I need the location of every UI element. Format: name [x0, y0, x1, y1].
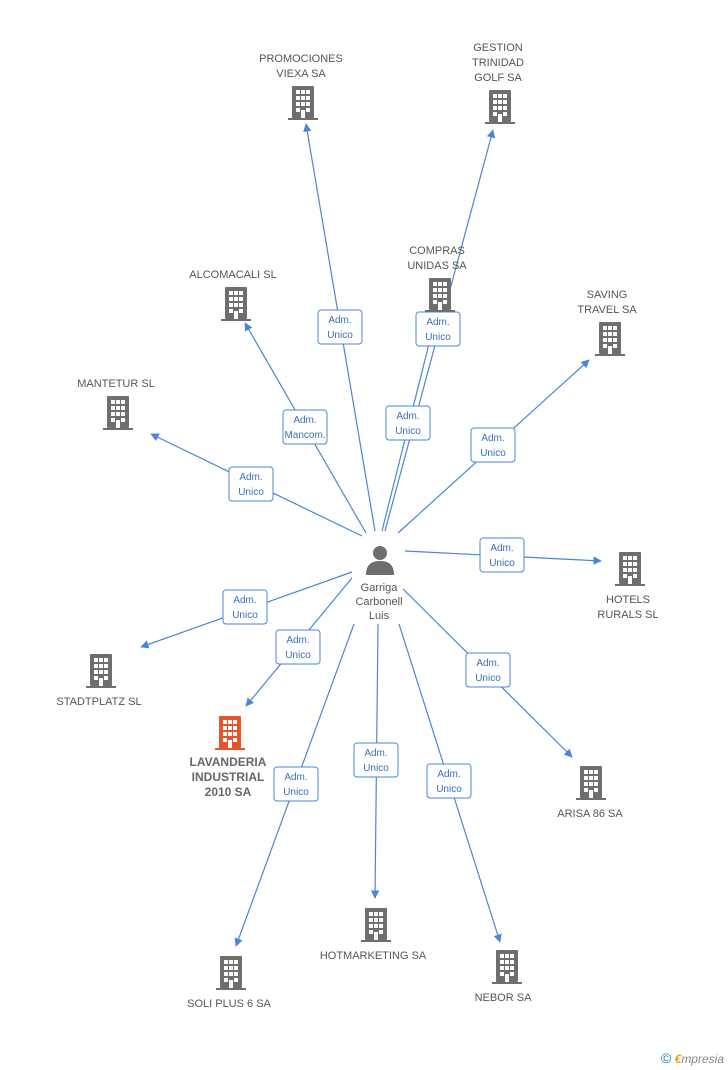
role-text: Adm. — [481, 433, 504, 444]
company-name: GOLF SA — [474, 72, 522, 84]
company-node-hotels[interactable]: HOTELS RURALS SL — [597, 552, 659, 621]
role-badge-alcomacali[interactable]: Adm. Mancom. — [282, 409, 328, 445]
brand-mark: € — [674, 1052, 682, 1066]
role-text: Adm. — [490, 543, 513, 554]
person-icon — [366, 546, 394, 575]
company-node-gestion[interactable]: GESTION TRINIDAD GOLF SA — [472, 42, 524, 124]
company-name: UNIDAS SA — [407, 260, 467, 272]
company-name: NEBOR SA — [475, 992, 533, 1004]
company-name: TRAVEL SA — [577, 304, 637, 316]
company-node-soliplus[interactable]: SOLI PLUS 6 SA — [187, 956, 272, 1010]
building-icon — [221, 287, 251, 321]
building-icon — [595, 322, 625, 356]
role-text: Mancom. — [284, 430, 325, 441]
company-name: HOTMARKETING SA — [320, 950, 427, 962]
company-node-compras[interactable]: COMPRAS UNIDAS SA — [407, 245, 467, 312]
role-badge-lavanderia[interactable]: Adm. Unico — [275, 629, 321, 665]
person-name: Luis — [369, 610, 390, 622]
role-text: Adm. — [239, 472, 262, 483]
company-name: COMPRAS — [409, 245, 465, 257]
building-icon — [288, 86, 318, 120]
role-text: Unico — [232, 610, 258, 621]
role-text: Adm. — [396, 411, 419, 422]
role-badge-compras[interactable]: Adm. Unico — [385, 405, 431, 441]
role-badge-soliplus[interactable]: Adm. Unico — [273, 766, 319, 802]
brand-logo: © €mpresia — [661, 1050, 724, 1066]
role-badge-mantetur[interactable]: Adm. Unico — [228, 466, 274, 502]
building-icon — [425, 278, 455, 312]
role-text: Adm. — [328, 315, 351, 326]
role-text: Unico — [425, 332, 451, 343]
company-node-nebor[interactable]: NEBOR SA — [475, 950, 533, 1004]
role-badge-hotels[interactable]: Adm. Unico — [479, 537, 525, 573]
company-name: STADTPLATZ SL — [56, 696, 141, 708]
person-name: Garriga — [361, 582, 399, 594]
building-icon — [485, 90, 515, 124]
company-name: ALCOMACALI SL — [189, 269, 276, 281]
company-name: TRINIDAD — [472, 57, 524, 69]
building-icon — [576, 766, 606, 800]
role-text: Unico — [327, 330, 353, 341]
company-node-alcomacali[interactable]: ALCOMACALI SL — [189, 269, 277, 321]
company-node-promociones[interactable]: PROMOCIONES VIEXA SA — [259, 53, 343, 120]
building-icon — [492, 950, 522, 984]
role-text: Unico — [480, 448, 506, 459]
building-icon — [615, 552, 645, 586]
role-badge-nebor[interactable]: Adm. Unico — [426, 763, 472, 799]
role-text: Unico — [489, 558, 515, 569]
building-icon — [215, 716, 245, 750]
person-name: Carbonell — [355, 596, 402, 608]
company-node-hotmarketing[interactable]: HOTMARKETING SA — [320, 908, 427, 962]
company-name: SAVING — [587, 289, 628, 301]
company-node-arisa[interactable]: ARISA 86 SA — [557, 766, 623, 820]
company-name: PROMOCIONES — [259, 53, 343, 65]
role-badge-saving[interactable]: Adm. Unico — [470, 427, 516, 463]
role-text: Adm. — [293, 415, 316, 426]
company-name: LAVANDERIA — [190, 755, 267, 769]
role-text: Adm. — [233, 595, 256, 606]
company-name: ARISA 86 SA — [557, 808, 623, 820]
company-node-saving[interactable]: SAVING TRAVEL SA — [577, 289, 637, 356]
building-icon — [361, 908, 391, 942]
role-badge-gestion[interactable]: Adm. Unico — [415, 311, 461, 347]
company-name: RURALS SL — [597, 609, 658, 621]
company-name: SOLI PLUS 6 SA — [187, 998, 271, 1010]
role-text: Adm. — [437, 769, 460, 780]
company-name: GESTION — [473, 42, 523, 54]
company-node-stadtplatz[interactable]: STADTPLATZ SL — [56, 654, 142, 708]
role-text: Unico — [436, 784, 462, 795]
company-name: MANTETUR SL — [77, 378, 155, 390]
building-icon — [86, 654, 116, 688]
role-text: Adm. — [426, 317, 449, 328]
role-text: Unico — [238, 487, 264, 498]
brand-name: mpresia — [681, 1052, 724, 1066]
company-node-mantetur[interactable]: MANTETUR SL — [77, 378, 155, 430]
role-badge-arisa[interactable]: Adm. Unico — [465, 652, 511, 688]
company-name: INDUSTRIAL — [192, 770, 265, 784]
company-name: 2010 SA — [205, 785, 252, 799]
role-text: Unico — [285, 650, 311, 661]
copyright-icon: © — [660, 1050, 672, 1066]
role-text: Adm. — [284, 772, 307, 783]
role-text: Adm. — [476, 658, 499, 669]
role-text: Unico — [283, 787, 309, 798]
role-text: Adm. — [364, 748, 387, 759]
building-icon — [216, 956, 246, 990]
role-badge-stadtplatz[interactable]: Adm. Unico — [222, 589, 268, 625]
role-text: Unico — [363, 763, 389, 774]
company-name: VIEXA SA — [276, 68, 326, 80]
role-badge-hotmarketing[interactable]: Adm. Unico — [353, 742, 399, 778]
role-text: Unico — [475, 673, 501, 684]
role-badge-promociones[interactable]: Adm. Unico — [317, 309, 363, 345]
role-text: Unico — [395, 426, 421, 437]
company-name: HOTELS — [606, 594, 650, 606]
building-icon — [103, 396, 133, 430]
role-text: Adm. — [286, 635, 309, 646]
